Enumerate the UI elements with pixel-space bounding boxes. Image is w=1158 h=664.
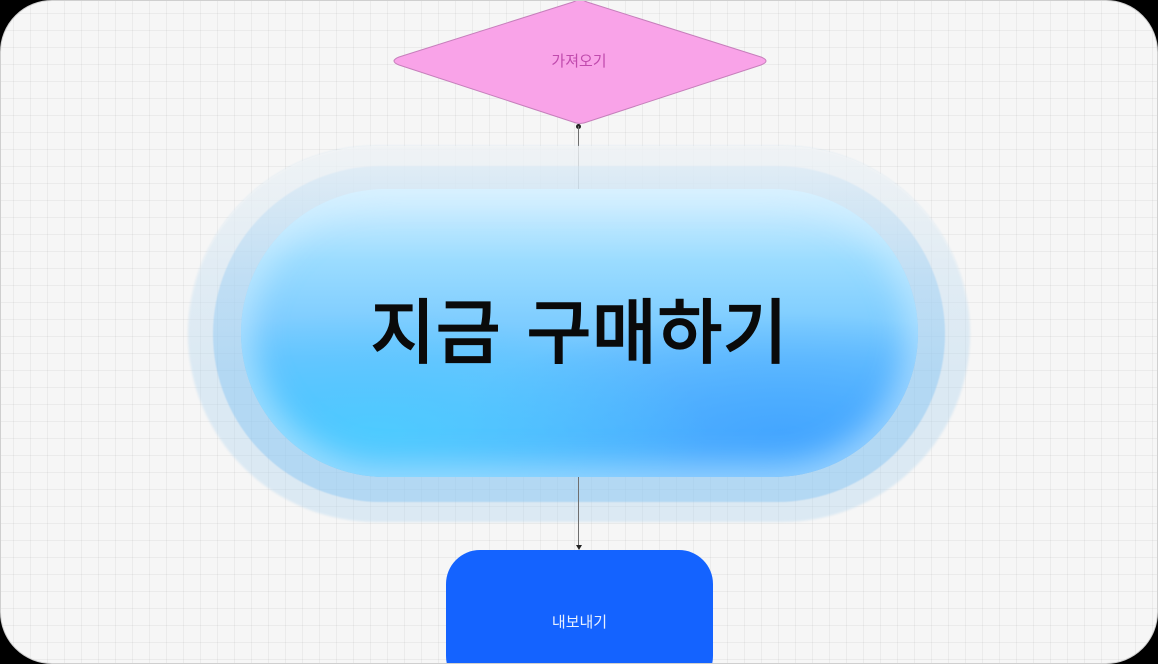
buy-now-node-label: 지금 구매하기: [370, 292, 789, 374]
export-node-label: 내보내기: [551, 613, 608, 631]
diamond-node-import[interactable]: [389, 0, 771, 129]
import-node-label: 가져오기: [551, 52, 607, 70]
arrow-head-icon: [576, 545, 582, 550]
connector-buy-to-export[interactable]: [578, 477, 579, 545]
pill-node-buy-now[interactable]: [241, 189, 918, 477]
rect-node-export[interactable]: [446, 550, 713, 663]
